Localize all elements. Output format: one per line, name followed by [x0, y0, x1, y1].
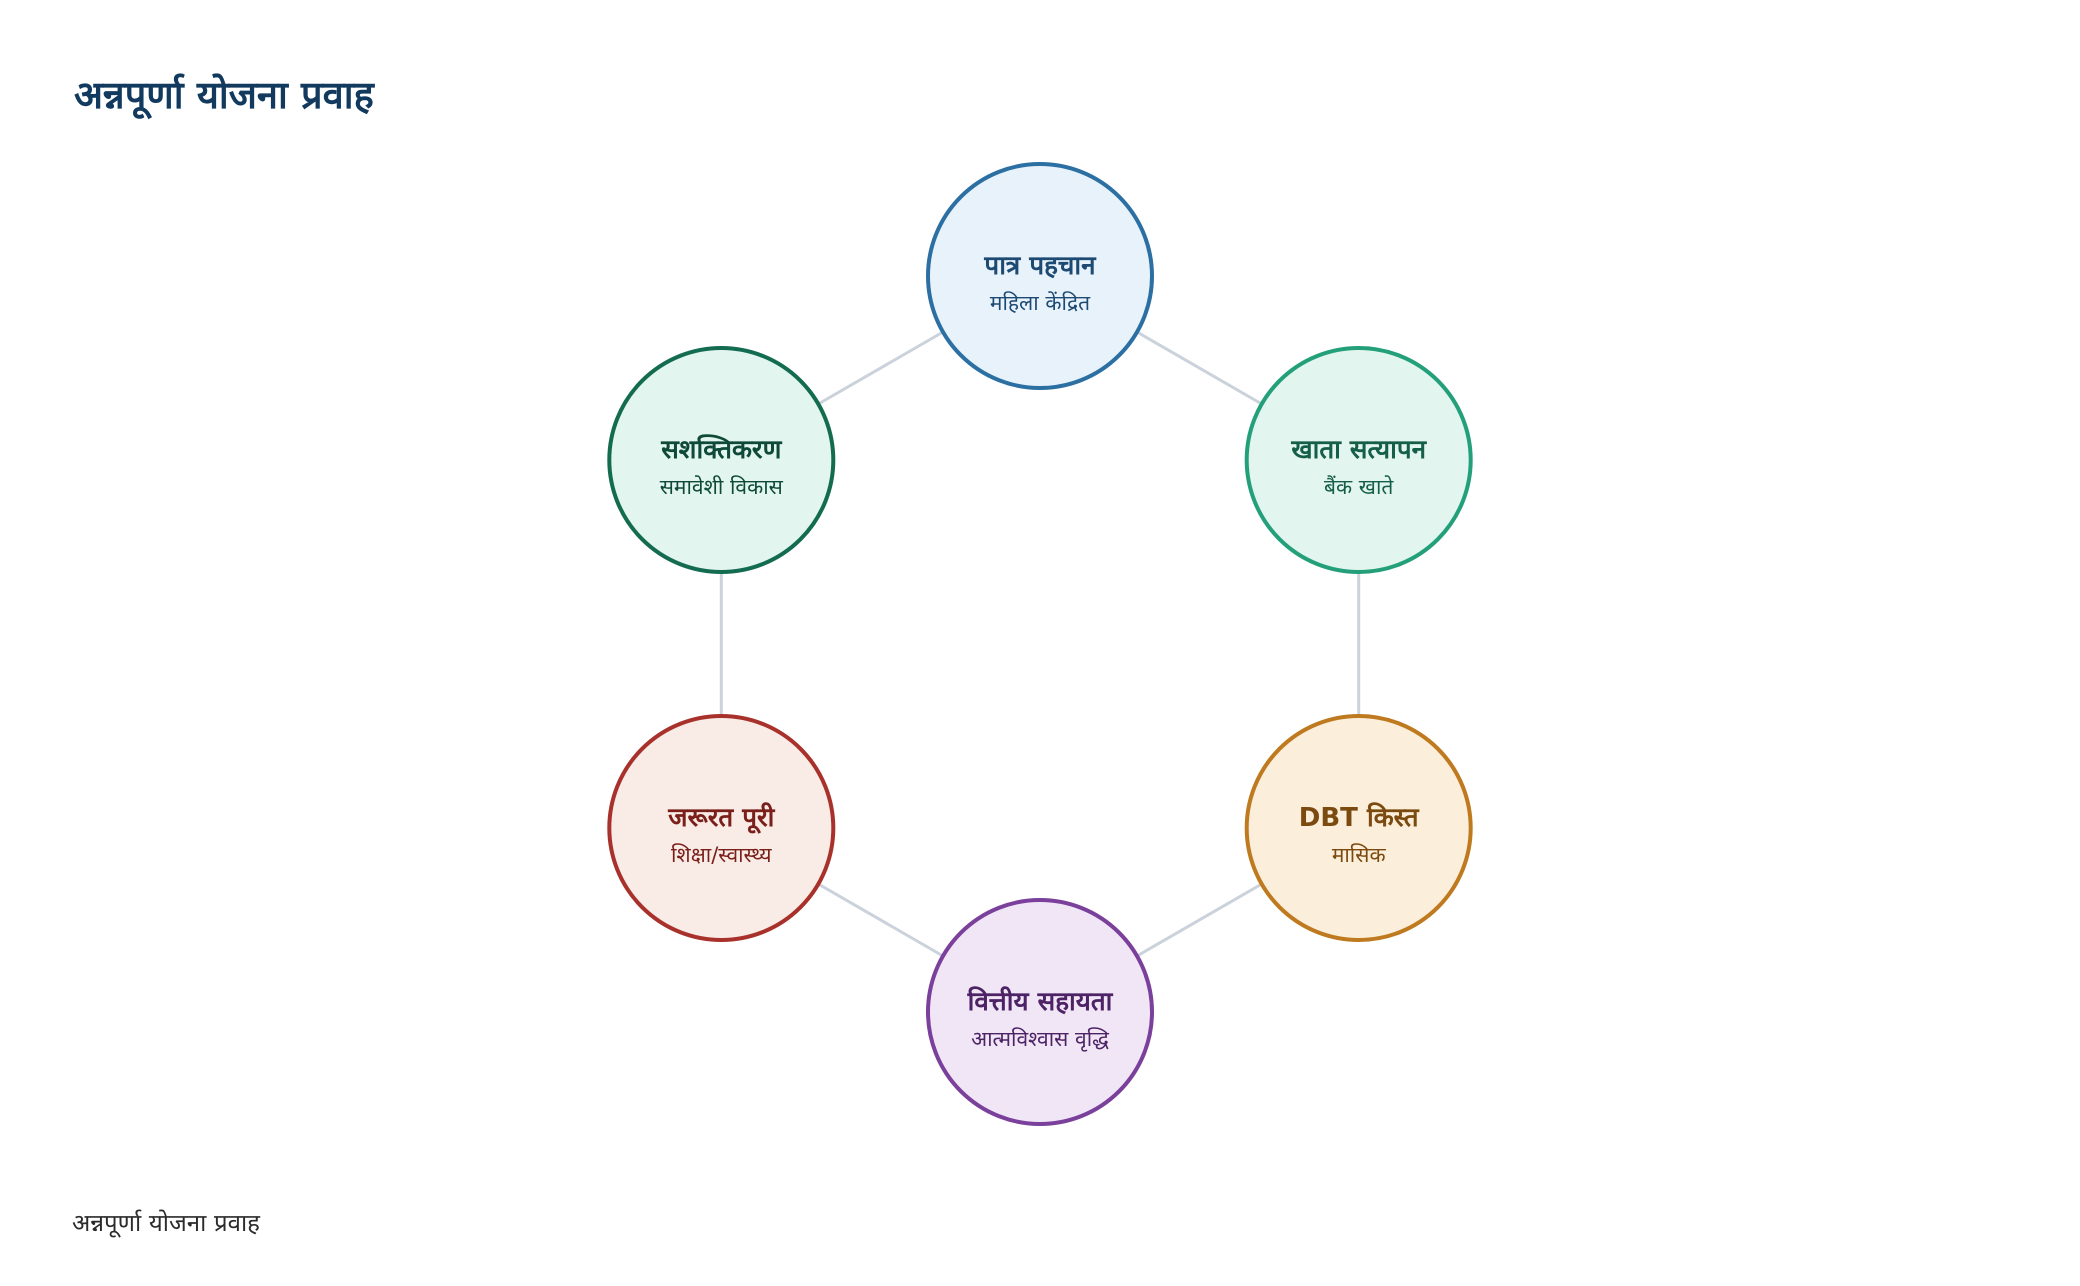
- node-subtitle: बैंक खाते: [1324, 475, 1394, 499]
- node-title: वित्तीय सहायता: [967, 986, 1114, 1017]
- nodes-group: पात्र पहचान महिला केंद्रित खाता सत्यापन बैं…: [607, 162, 1473, 1126]
- node-circle: [1244, 346, 1473, 574]
- edges-group: [719, 330, 1361, 958]
- node-title: पात्र पहचान: [983, 251, 1097, 281]
- node-needs: जरूरत पूरी शिक्षा/स्वास्थ्य: [607, 714, 836, 942]
- edge-finance-needs: [817, 882, 944, 958]
- node-title: जरूरत पूरी: [667, 802, 775, 834]
- node-circle: [926, 162, 1154, 390]
- node-title: खाता सत्यापन: [1290, 435, 1427, 465]
- node-subtitle: मासिक: [1332, 843, 1387, 867]
- node-title: सशक्तिकरण: [660, 434, 782, 465]
- footer-caption: अन्नपूर्णा योजना प्रवाह: [72, 1209, 260, 1237]
- node-subtitle: महिला केंद्रित: [990, 291, 1091, 315]
- node-identify: पात्र पहचान महिला केंद्रित: [926, 162, 1154, 390]
- node-finance: वित्तीय सहायता आत्मविश्वास वृद्धि: [926, 898, 1154, 1126]
- node-circle: [607, 714, 836, 942]
- node-circle: [1244, 714, 1473, 942]
- edge-empower-identify: [817, 330, 944, 406]
- node-subtitle: शिक्षा/स्वास्थ्य: [671, 843, 772, 867]
- node-subtitle: आत्मविश्वास वृद्धि: [971, 1027, 1109, 1052]
- node-subtitle: समावेशी विकास: [660, 475, 784, 499]
- node-verify: खाता सत्यापन बैंक खाते: [1244, 346, 1473, 574]
- node-dbt: DBT किस्त मासिक: [1244, 714, 1473, 942]
- node-circle: [607, 346, 836, 574]
- node-title: DBT किस्त: [1299, 802, 1420, 833]
- node-empower: सशक्तिकरण समावेशी विकास: [607, 346, 836, 574]
- page-title: अन्नपूर्णा योजना प्रवाह: [74, 73, 374, 117]
- node-circle: [926, 898, 1154, 1126]
- edge-dbt-finance: [1136, 882, 1263, 958]
- edge-identify-verify: [1136, 330, 1263, 406]
